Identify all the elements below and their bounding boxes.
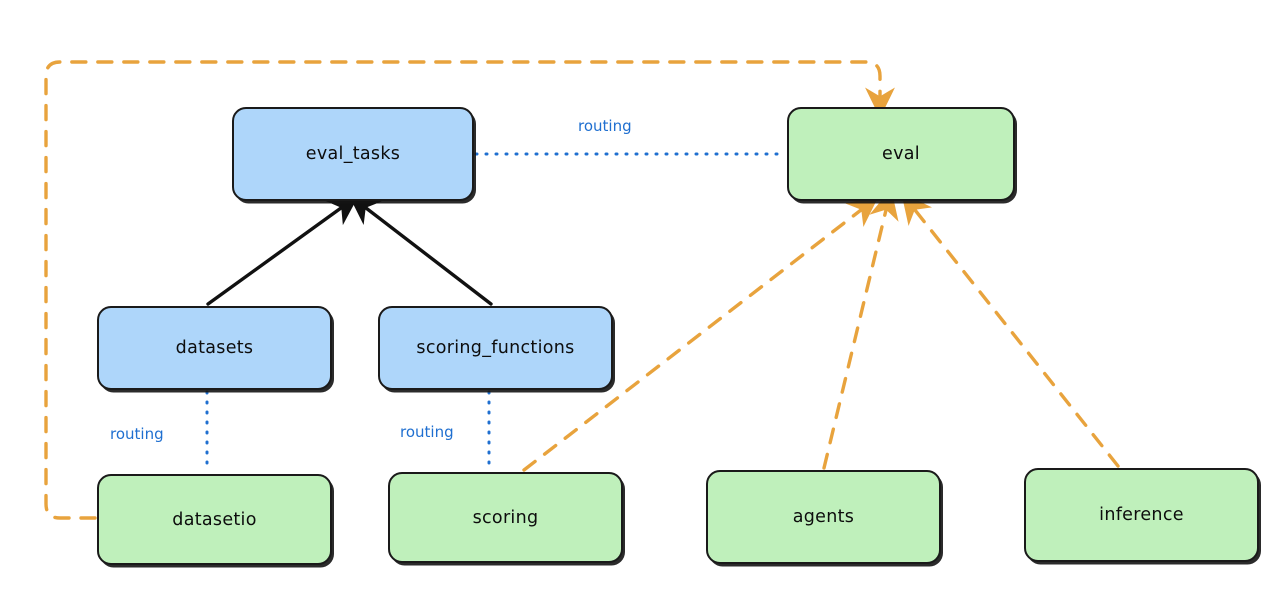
node-scoring[interactable]: scoring (388, 472, 623, 563)
node-label: agents (792, 507, 855, 527)
node-label: inference (1099, 505, 1184, 525)
node-label: datasetio (172, 509, 257, 530)
edge-datasets-eval-tasks (206, 195, 359, 306)
edge-datasetio-eval (44, 60, 895, 520)
edge-label-routing-datasets: routing (110, 425, 164, 443)
node-eval-tasks[interactable]: eval_tasks (232, 107, 474, 201)
node-label: scoring (472, 507, 539, 528)
edge-scoring-functions-eval-tasks (348, 194, 493, 306)
node-label: eval (882, 144, 920, 164)
node-eval[interactable]: eval (787, 107, 1015, 201)
edge-label-routing-scoring-functions: routing (400, 423, 454, 441)
edge-scoring-eval (522, 196, 879, 472)
node-label: datasets (175, 338, 254, 358)
node-inference[interactable]: inference (1024, 468, 1259, 562)
edge-agents-eval (822, 188, 899, 470)
node-label: eval_tasks (305, 144, 401, 164)
edge-inference-eval (901, 192, 1120, 468)
node-datasets[interactable]: datasets (97, 306, 332, 390)
node-agents[interactable]: agents (706, 470, 941, 564)
node-label: scoring_functions (416, 338, 575, 358)
node-scoring-functions[interactable]: scoring_functions (378, 306, 613, 390)
node-datasetio[interactable]: datasetio (97, 474, 332, 565)
edge-label-routing-eval-tasks: routing (578, 117, 632, 135)
